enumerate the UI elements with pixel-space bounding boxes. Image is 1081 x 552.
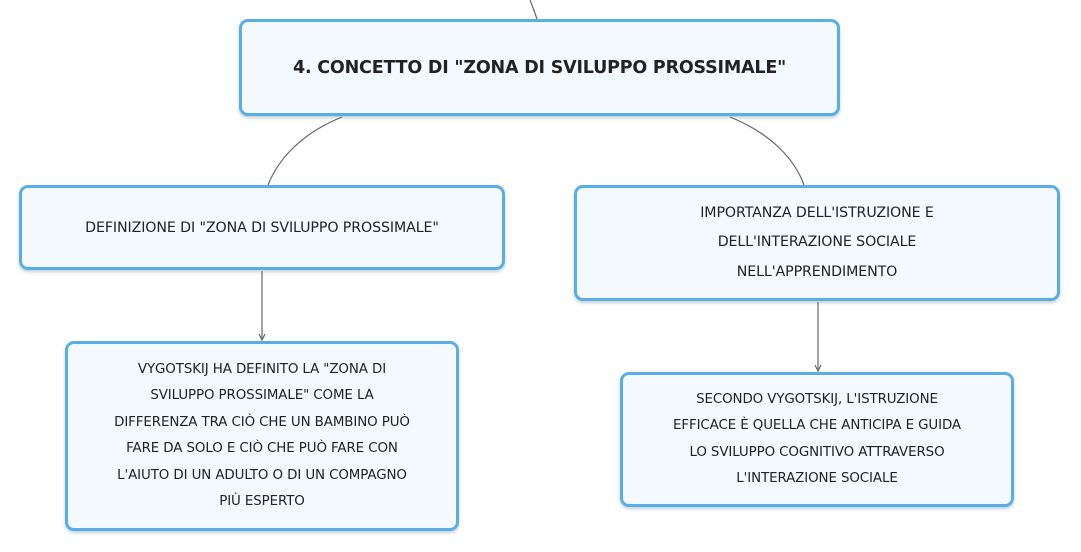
vygotskij-definition-text: VYGOTSKIJ HA DEFINITO LA "ZONA DI SVILUP… xyxy=(114,361,410,510)
arrowhead-vygotskij xyxy=(258,333,266,342)
root-topic-node[interactable]: 4. CONCETTO DI "ZONA DI SVILUPPO PROSSIM… xyxy=(239,19,840,116)
vygotskij-definition-node[interactable]: VYGOTSKIJ HA DEFINITO LA "ZONA DI SVILUP… xyxy=(65,341,459,531)
connector-root-to-definition xyxy=(267,116,343,186)
secondo-vygotskij-text: SECONDO VYGOTSKIJ, L'ISTRUZIONE EFFICACE… xyxy=(673,391,961,487)
connector-root-to-importance xyxy=(729,116,805,186)
definition-topic-node[interactable]: DEFINIZIONE DI "ZONA DI SVILUPPO PROSSIM… xyxy=(19,185,505,270)
importance-topic-node[interactable]: IMPORTANZA DELL'ISTRUZIONE E DELL'INTERA… xyxy=(574,185,1060,301)
root-topic-label: 4. CONCETTO DI "ZONA DI SVILUPPO PROSSIM… xyxy=(292,57,787,78)
definition-topic-label: DEFINIZIONE DI "ZONA DI SVILUPPO PROSSIM… xyxy=(85,219,439,236)
importance-topic-label: IMPORTANZA DELL'ISTRUZIONE E DELL'INTERA… xyxy=(700,204,934,280)
connector-parent-to-root xyxy=(529,0,538,20)
secondo-vygotskij-node[interactable]: SECONDO VYGOTSKIJ, L'ISTRUZIONE EFFICACE… xyxy=(620,372,1014,507)
arrowhead-secondo xyxy=(814,364,822,373)
